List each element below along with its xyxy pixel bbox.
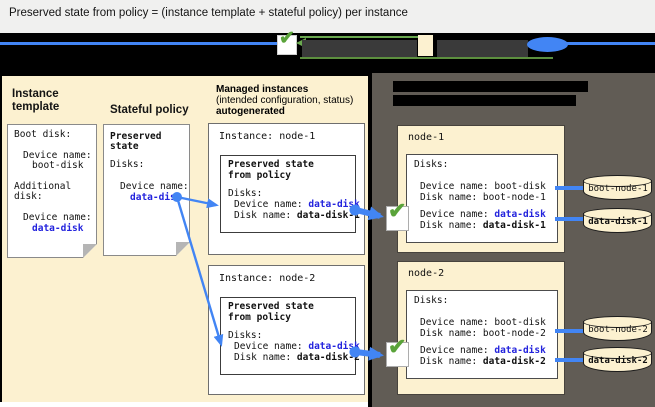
legend-blue-line-right [558, 42, 655, 45]
legend-template-swatch [418, 35, 433, 56]
node-1-box: node-1 Disks: Device name: boot-disk Dis… [397, 125, 565, 253]
disks-label: Disks: [228, 188, 263, 199]
boot-disk-line: Disk name: boot-node-2 [420, 328, 546, 339]
disk-name-value: data-disk-2 [296, 352, 360, 363]
data-disk-line: Disk name: data-disk-2 [420, 356, 546, 367]
connector-data-disk-2 [555, 358, 585, 362]
connector-data-disk-1 [555, 217, 585, 221]
disk-cylinder-boot-node-2: boot-node-2 [583, 316, 653, 346]
check-icon: ✔ [279, 28, 295, 49]
node-1-disks-box: Disks: Device name: boot-disk Disk name:… [406, 154, 558, 243]
cylinder-top [583, 175, 652, 187]
instance-label: Instance: node-2 [219, 273, 316, 284]
legend-green-line-bottom [300, 57, 553, 59]
disk-cylinder-data-disk-1: data-disk-1 [583, 208, 653, 236]
legend-redacted-label-1 [302, 40, 417, 57]
stateful-policy-note: Preserved state Disks: Device name: data… [103, 124, 190, 256]
stateful-policy-heading: Stateful policy [110, 104, 189, 116]
check-icon: ✔ [388, 198, 407, 223]
boot-device-line: Device name: boot-disk [420, 317, 546, 328]
data-disk-value: data-disk [32, 223, 84, 234]
vm-instances-panel: node-1 Disks: Device name: boot-disk Dis… [372, 73, 655, 407]
disk-cylinder-data-disk-2: data-disk-2 [583, 347, 653, 375]
preserved-state-box-node-1: Preserved state from policy Disks: Devic… [220, 155, 360, 233]
disk-label: boot-node-1 [588, 184, 648, 194]
connector-boot-node-2 [555, 329, 585, 333]
device-name-label: Device name: [120, 181, 189, 192]
instance-template-note: Boot disk: Device name: boot-disk Additi… [7, 124, 97, 258]
preserved-state-box-node-2: Preserved state from policy Disks: Devic… [220, 297, 360, 375]
bottom-margin [0, 402, 368, 407]
cylinder-top [583, 208, 652, 220]
disks-label: Disks: [110, 159, 145, 170]
cylinder-top [583, 316, 652, 328]
disk-cylinder-boot-node-1: boot-node-1 [583, 175, 653, 205]
device-name-label: Device name: [23, 212, 92, 223]
data-disk-value: data-disk [494, 345, 546, 356]
redacted-panel-title-1 [393, 81, 588, 92]
preserved-state-title2: state [110, 141, 139, 152]
preserved-state-title: Preserved [110, 131, 162, 142]
managed-instances-heading: Managed instances (intended configuratio… [216, 84, 354, 117]
device-name-label: Device name: [23, 150, 92, 161]
disk-name-line: Disk name: data-disk-1 [234, 210, 360, 221]
disk-name-line: Disk name: data-disk-2 [234, 352, 360, 363]
node-2-box: node-2 Disks: Device name: boot-disk Dis… [397, 261, 565, 395]
disks-label: Disks: [414, 295, 449, 306]
legend-disk-oval-icon [527, 37, 568, 52]
instance-template-heading: Instance template [12, 88, 60, 113]
legend-blue-line-left [0, 42, 277, 45]
disk-label: boot-node-2 [588, 325, 648, 335]
data-disk-value: data-disk [308, 341, 360, 352]
disk-name-value: data-disk-1 [296, 210, 360, 221]
disk-name-value: data-disk-2 [482, 356, 546, 367]
mig-config-panel: Instance template Boot disk: Device name… [2, 76, 368, 402]
instance-label: Instance: node-1 [219, 131, 316, 142]
node-1-status-check: ✔ [386, 199, 409, 231]
legend-checkbox: ✔ [277, 29, 297, 55]
data-disk-value: data-disk [494, 209, 546, 220]
data-disk-value: data-disk [130, 192, 182, 203]
instance-node-1-box: Instance: node-1 Preserved state from po… [208, 123, 365, 255]
disk-name-value: data-disk-1 [482, 220, 546, 231]
cylinder-top [583, 347, 652, 359]
device-name-line: Device name: data-disk [234, 199, 360, 210]
boot-disk-value: boot-disk [32, 160, 84, 171]
node-label: node-1 [408, 132, 445, 143]
data-disk-value: data-disk [308, 199, 360, 210]
boot-device-line: Device name: boot-disk [420, 181, 546, 192]
redacted-panel-title-2 [393, 95, 576, 106]
data-device-line: Device name: data-disk [420, 209, 546, 220]
node-label: node-2 [408, 268, 445, 279]
title-bar: Preserved state from policy = (instance … [0, 0, 655, 33]
device-name-line: Device name: data-disk [234, 341, 360, 352]
legend-green-arrow-icon [296, 38, 306, 48]
node-2-disks-box: Disks: Device name: boot-disk Disk name:… [406, 290, 558, 379]
legend-green-line-top [300, 36, 418, 38]
data-disk-line: Disk name: data-disk-1 [420, 220, 546, 231]
page-title: Preserved state from policy = (instance … [9, 7, 408, 19]
data-device-line: Device name: data-disk [420, 345, 546, 356]
disk-label: data-disk-2 [588, 356, 648, 366]
disks-label: Disks: [414, 159, 449, 170]
disk-label: data-disk-1 [588, 217, 648, 227]
legend-redacted-label-2 [437, 40, 528, 57]
check-icon: ✔ [388, 334, 407, 359]
connector-boot-node-1 [555, 186, 585, 190]
instance-node-2-box: Instance: node-2 Preserved state from po… [208, 265, 365, 395]
boot-disk-line: Disk name: boot-node-1 [420, 192, 546, 203]
node-2-status-check: ✔ [386, 335, 409, 367]
additional-disk-label: Additional [14, 181, 72, 192]
boot-disk-label: Boot disk: [14, 129, 72, 140]
legend-bar: ✔ [0, 29, 655, 73]
additional-disk-label2: disk: [14, 191, 43, 202]
disks-label: Disks: [228, 330, 263, 341]
